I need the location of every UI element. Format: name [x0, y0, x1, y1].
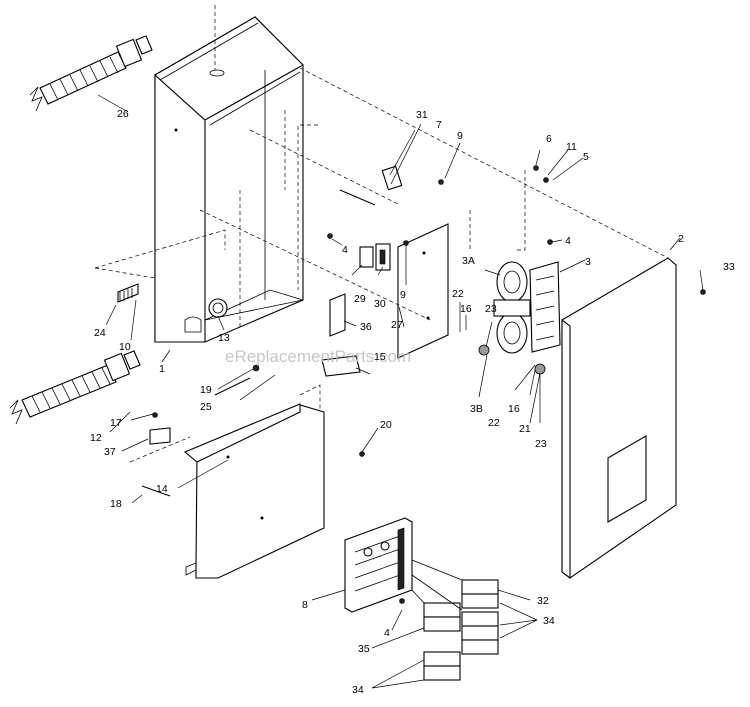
callout-34-right: 34: [543, 615, 555, 627]
callout-17: 17: [110, 417, 122, 429]
callout-23-bottom: 23: [535, 438, 547, 450]
callout-14: 14: [156, 483, 168, 495]
callout-9-top: 9: [457, 130, 463, 142]
callout-26: 26: [117, 108, 129, 120]
fuse-holders: [359, 165, 403, 271]
callout-9-mid: 9: [400, 289, 406, 301]
callout-15: 15: [374, 351, 386, 363]
callout-4-lower: 4: [384, 627, 390, 639]
callout-12: 12: [90, 432, 102, 444]
conduit-fitting-top: [29, 35, 153, 112]
callout-27: 27: [391, 319, 403, 331]
callout-5: 5: [583, 151, 589, 163]
callout-21: 21: [519, 423, 531, 435]
callout-2: 2: [678, 233, 684, 245]
callout-3: 3: [585, 256, 591, 268]
callout-18: 18: [110, 498, 122, 510]
callout-32: 32: [537, 595, 549, 607]
cover-plate: [183, 403, 325, 579]
mounting-plate-27: [397, 223, 449, 359]
callout-35: 35: [358, 643, 370, 655]
callout-37: 37: [104, 446, 116, 458]
callout-4-upper: 4: [342, 244, 348, 256]
bracket-15: [321, 355, 361, 377]
fasteners: [152, 165, 706, 604]
callout-31: 31: [416, 109, 428, 121]
callout-22-bottom: 22: [488, 417, 500, 429]
contactor-blocks: [411, 559, 499, 681]
enclosure-box: [154, 5, 304, 343]
terminal-board: [344, 517, 413, 613]
callout-36: 36: [360, 321, 372, 333]
callout-3b: 3B: [470, 403, 483, 415]
callout-29: 29: [354, 293, 366, 305]
callout-30: 30: [374, 298, 386, 310]
leader-lines: [97, 94, 704, 689]
door-panel: [299, 67, 677, 580]
assembly-lines: [94, 110, 526, 463]
callout-1: 1: [159, 363, 165, 375]
harness-clips: [117, 283, 171, 497]
callout-11: 11: [566, 141, 577, 153]
callout-3a: 3A: [462, 255, 475, 267]
callout-34-bottom: 34: [352, 684, 364, 696]
callout-10: 10: [119, 341, 131, 353]
callout-4-right: 4: [565, 235, 571, 247]
callout-24: 24: [94, 327, 106, 339]
conduit-fitting-bottom: [9, 350, 141, 425]
callout-20: 20: [380, 419, 392, 431]
callout-8: 8: [302, 599, 308, 611]
watermark-text: eReplacementParts.com: [225, 347, 411, 366]
callout-7: 7: [436, 119, 442, 131]
callout-23-top: 23: [485, 303, 497, 315]
callout-22-top: 22: [452, 288, 464, 300]
callout-33: 33: [723, 261, 735, 273]
callout-16-left: 16: [460, 303, 472, 315]
callout-13: 13: [218, 332, 230, 344]
bracket-36: [329, 293, 346, 337]
callout-labels: 1 2 3 3A 3B 4 4 4 5 6 7 8 9 9 10 11 12 1…: [90, 108, 735, 696]
callout-19: 19: [200, 384, 212, 396]
callout-6: 6: [546, 133, 552, 145]
callout-25: 25: [200, 401, 212, 413]
transfer-switch: [478, 261, 561, 375]
callout-16-right: 16: [508, 403, 520, 415]
